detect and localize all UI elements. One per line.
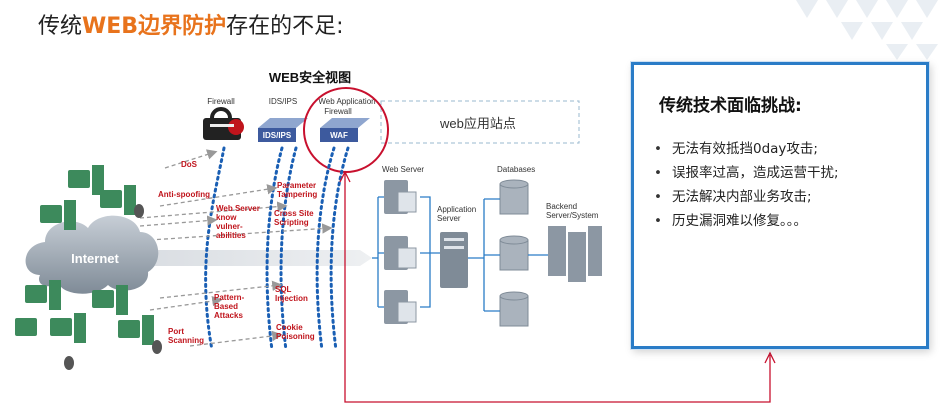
databases-icon	[499, 179, 529, 327]
challenge-text: 无法解决内部业务攻击;	[672, 189, 812, 205]
attack-pattern-3: Attacks	[214, 311, 243, 320]
attack-cookie-2: Poisoning	[276, 332, 315, 341]
ids-shield-line-a	[265, 146, 284, 352]
bullet-icon: •	[654, 189, 662, 205]
ids-badge: IDS/IPS	[263, 131, 292, 140]
attack-known-vuln-2: know	[216, 213, 237, 222]
bullet-icon: •	[654, 141, 662, 157]
challenges-list: • 无法有效抵挡0day攻击; • 误报率过高，造成运营干扰; • 无法解决内部业务攻…	[654, 137, 839, 233]
web-server-label: Web Server	[382, 165, 424, 174]
attack-param-tamper-1: Parameter	[277, 181, 316, 190]
challenge-text: 无法有效抵挡0day攻击;	[672, 141, 818, 157]
ids-ips-label: IDS/IPS	[269, 97, 297, 106]
challenges-panel: 传统技术面临挑战: • 无法有效抵挡0day攻击; • 误报率过高，造成运营干扰; …	[631, 62, 929, 349]
attack-pattern-2: Based	[214, 302, 238, 311]
waf-device-icon: WAF	[320, 118, 370, 142]
attack-param-tamper-2: Tampering	[277, 190, 317, 199]
attack-arrows	[139, 149, 333, 347]
attack-known-vuln-1: Web Server	[216, 204, 260, 213]
list-item: • 误报率过高，造成运营干扰;	[654, 161, 839, 185]
waf-shield-line-a	[315, 146, 336, 352]
attack-sqli-1: SQL	[275, 285, 292, 294]
site-box	[380, 100, 580, 144]
app-server-label-1: Application	[437, 205, 476, 214]
attack-xss-2: Scripting	[274, 218, 309, 227]
title-prefix: 传统	[38, 14, 83, 39]
firewall-icon	[203, 107, 244, 140]
panel-title: 传统技术面临挑战:	[659, 96, 802, 116]
web-servers-icon	[384, 180, 417, 324]
list-item: • 历史漏洞难以修复。。。	[654, 209, 839, 233]
waf-badge: WAF	[330, 131, 348, 140]
title-suffix: 存在的不足:	[226, 14, 344, 39]
firewall-label: Firewall	[207, 97, 235, 106]
attack-known-vuln-4: abilities	[216, 231, 246, 240]
waf-shield-line-b	[329, 146, 350, 352]
app-server-icon	[440, 232, 468, 288]
waf-label-line2: Firewall	[324, 107, 352, 116]
corner-decoration	[796, 0, 938, 60]
list-item: • 无法有效抵挡0day攻击;	[654, 137, 839, 161]
ids-shield-line-b	[279, 146, 298, 352]
attack-port-scan-1: Port	[168, 327, 184, 336]
internet-cloud-icon: Internet	[25, 215, 159, 294]
app-server-label-2: Server	[437, 214, 461, 223]
backend-label-2: Server/System	[546, 211, 599, 220]
ids-ips-device-icon: IDS/IPS	[258, 118, 308, 142]
challenge-text: 误报率过高，造成运营干扰;	[672, 165, 839, 181]
title-accent: WEB边界防护	[82, 14, 227, 39]
waf-callout-arrowhead	[339, 170, 351, 183]
client-computers-icon	[15, 165, 154, 345]
attack-known-vuln-3: vulner-	[216, 222, 243, 231]
traffic-flow-band	[140, 250, 372, 266]
firewall-shield-line	[204, 146, 226, 352]
attack-dos: DoS	[181, 160, 198, 169]
backend-servers-icon	[548, 226, 602, 282]
attack-sqli-2: Injection	[275, 294, 308, 303]
waf-highlight-circle	[303, 87, 389, 173]
site-box-label: web应用站点	[439, 116, 516, 131]
diagram-title: WEB安全视图	[269, 70, 351, 85]
attack-xss-1: Cross Site	[274, 209, 314, 218]
challenge-text: 历史漏洞难以修复。。。	[672, 213, 807, 229]
attack-anti-spoofing: Anti-spoofing	[158, 190, 210, 199]
attack-pattern-1: Pattern-	[214, 293, 245, 302]
backend-label-1: Backend	[546, 202, 577, 211]
bullet-icon: •	[654, 165, 662, 181]
list-item: • 无法解决内部业务攻击;	[654, 185, 839, 209]
alien-attacker-icons	[64, 204, 162, 370]
web-security-diagram: WEB安全视图 Firewall IDS/IPS Web Application…	[0, 55, 771, 415]
attack-port-scan-2: Scanning	[168, 336, 204, 345]
databases-label: Databases	[497, 165, 535, 174]
attack-cookie-1: Cookie	[276, 323, 303, 332]
slide-title: 传统WEB边界防护存在的不足:	[38, 8, 344, 40]
internet-label: Internet	[71, 251, 119, 266]
bullet-icon: •	[654, 213, 662, 229]
network-connectors	[372, 196, 548, 312]
waf-label-line1: Web Application	[318, 97, 375, 106]
